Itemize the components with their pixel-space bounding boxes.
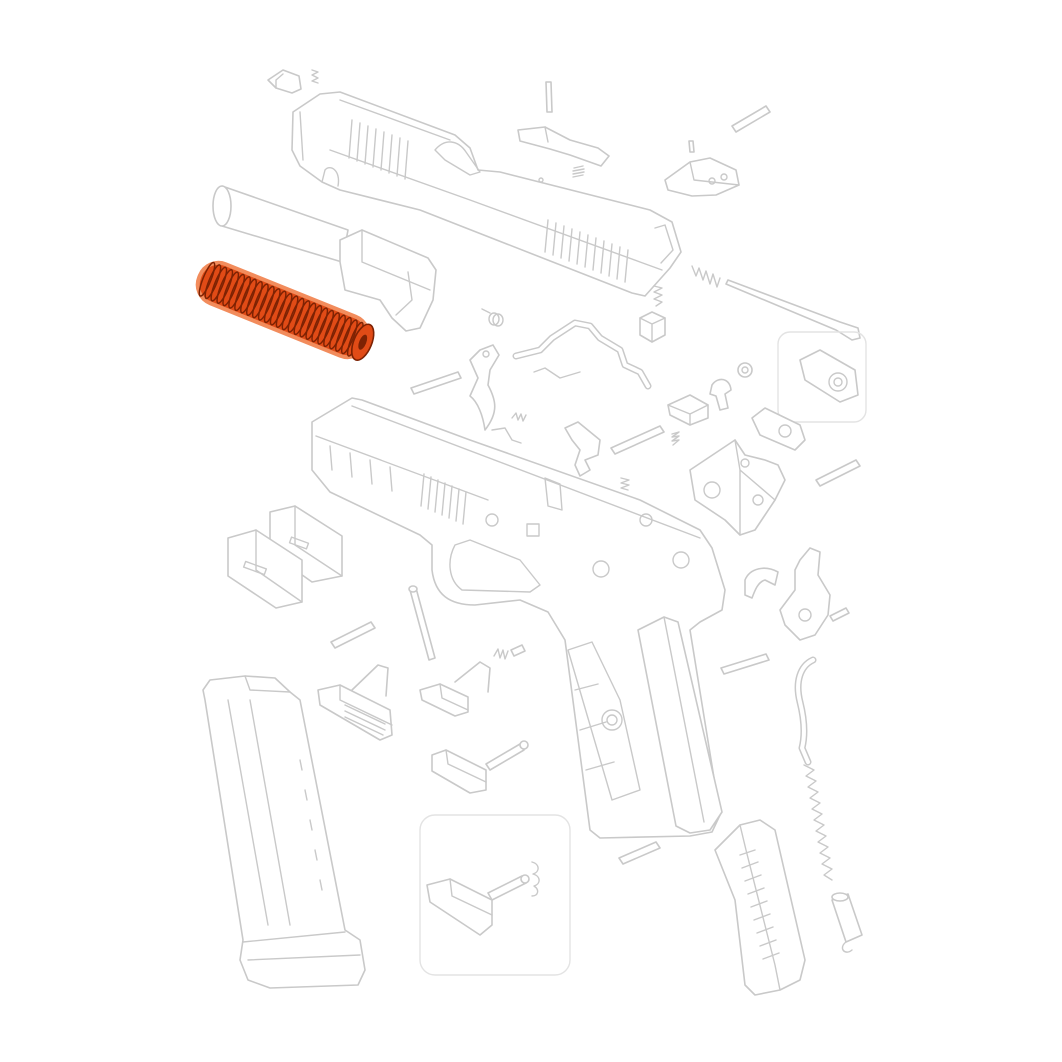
recoil-spring-coil <box>257 285 275 321</box>
recoil-spring-coil <box>340 319 358 355</box>
trigger-bar-icon[interactable] <box>512 319 652 390</box>
recoil-spring-coil <box>198 261 216 297</box>
magazine-catch-icon[interactable] <box>317 664 393 741</box>
sear-spring-small-icon[interactable] <box>620 477 630 491</box>
recoil-spring-coil <box>216 268 234 304</box>
long-pin-icon[interactable] <box>408 585 436 661</box>
recoil-spring-coil <box>311 307 329 343</box>
recoil-spring-coil <box>299 302 317 338</box>
recoil-spring-coil <box>240 278 257 314</box>
mainspring-icon[interactable] <box>803 764 833 881</box>
recoil-spring-coil <box>228 273 246 309</box>
recoil-spring-icon[interactable] <box>192 257 379 365</box>
magazine-icon[interactable] <box>202 675 366 989</box>
grip-backstrap-icon[interactable] <box>637 616 723 834</box>
sear-pin-icon[interactable] <box>610 425 665 455</box>
recoil-spring-coil <box>281 295 299 331</box>
trigger-icon[interactable] <box>469 344 500 431</box>
ring-icon[interactable] <box>737 362 753 378</box>
takedown-spring-icon[interactable] <box>493 644 526 660</box>
slide-icon[interactable] <box>291 91 682 297</box>
torsion-spring-icon[interactable] <box>481 308 504 327</box>
recoil-spring-coil <box>204 264 222 300</box>
hammer-icon[interactable] <box>779 547 831 641</box>
recoil-spring-coil <box>245 280 263 316</box>
recoil-spring-coil <box>317 309 335 345</box>
recoil-spring-coil <box>263 288 281 324</box>
recoil-spring-coil <box>329 314 346 350</box>
rear-sight-icon[interactable] <box>267 69 302 94</box>
small-spring-icon[interactable] <box>511 412 527 422</box>
housing-pin-icon[interactable] <box>720 653 770 675</box>
hammer-strut-icon[interactable] <box>744 567 779 599</box>
recoil-spring-coil <box>293 300 311 336</box>
grip-insert-icon[interactable] <box>714 819 806 996</box>
front-pin-icon[interactable] <box>731 105 771 133</box>
slide-stop-detail-icon[interactable] <box>426 861 540 936</box>
sight-block-icon[interactable] <box>664 157 740 197</box>
recoil-spring-coil <box>234 276 252 312</box>
detail-box-top <box>777 331 867 423</box>
bottom-pin-icon[interactable] <box>618 841 661 865</box>
trigger-pin-icon[interactable] <box>410 371 462 395</box>
recoil-spring-coil <box>335 316 352 352</box>
recoil-spring-coil <box>323 312 341 348</box>
insert-pin-icon[interactable] <box>330 621 376 649</box>
recoil-spring-coil <box>251 283 269 319</box>
mainspring-cap-icon[interactable] <box>831 892 863 953</box>
sear-icon[interactable] <box>564 421 601 477</box>
recoil-spring-coil <box>210 266 228 302</box>
sight-spring-icon[interactable] <box>311 69 319 84</box>
firing-pin-spring-icon[interactable] <box>691 265 721 288</box>
mainspring-hook-icon[interactable] <box>794 656 817 766</box>
recoil-spring-coil <box>305 304 323 340</box>
sight-pin-icon[interactable] <box>688 140 695 153</box>
extractor-icon[interactable] <box>517 126 610 167</box>
sear-spring-icon[interactable] <box>671 431 680 446</box>
slide-catch-icon[interactable] <box>431 740 529 794</box>
hammer-pin-icon[interactable] <box>829 607 850 622</box>
extractor-spring-icon[interactable] <box>572 165 585 178</box>
barrel-icon[interactable] <box>212 185 437 332</box>
takedown-lever-icon[interactable] <box>419 661 491 717</box>
recoil-spring-coil <box>222 271 240 307</box>
frame-icon[interactable] <box>311 397 726 839</box>
block-icon[interactable] <box>667 394 709 426</box>
detail-box-bottom <box>419 814 571 976</box>
decocker-detail-icon[interactable] <box>799 349 859 403</box>
hook-icon[interactable] <box>709 378 732 411</box>
hammer-housing-icon[interactable] <box>689 439 786 536</box>
trigger-bar-spring-icon[interactable] <box>533 367 581 379</box>
recoil-spring-coils <box>198 261 364 357</box>
recoil-spring-hole <box>358 334 368 350</box>
wire-spring-icon[interactable] <box>491 427 522 444</box>
lever-icon[interactable] <box>751 407 806 451</box>
recoil-spring-coil <box>287 297 305 333</box>
safety-plunger-icon[interactable] <box>639 311 666 343</box>
firing-pin-icon[interactable] <box>725 279 861 341</box>
recoil-spring-coil <box>275 292 293 328</box>
pin-right-icon[interactable] <box>815 459 861 487</box>
safety-spring-icon[interactable] <box>653 285 663 307</box>
extractor-pin-icon[interactable] <box>545 81 553 113</box>
locking-insert-icon[interactable] <box>227 505 343 609</box>
